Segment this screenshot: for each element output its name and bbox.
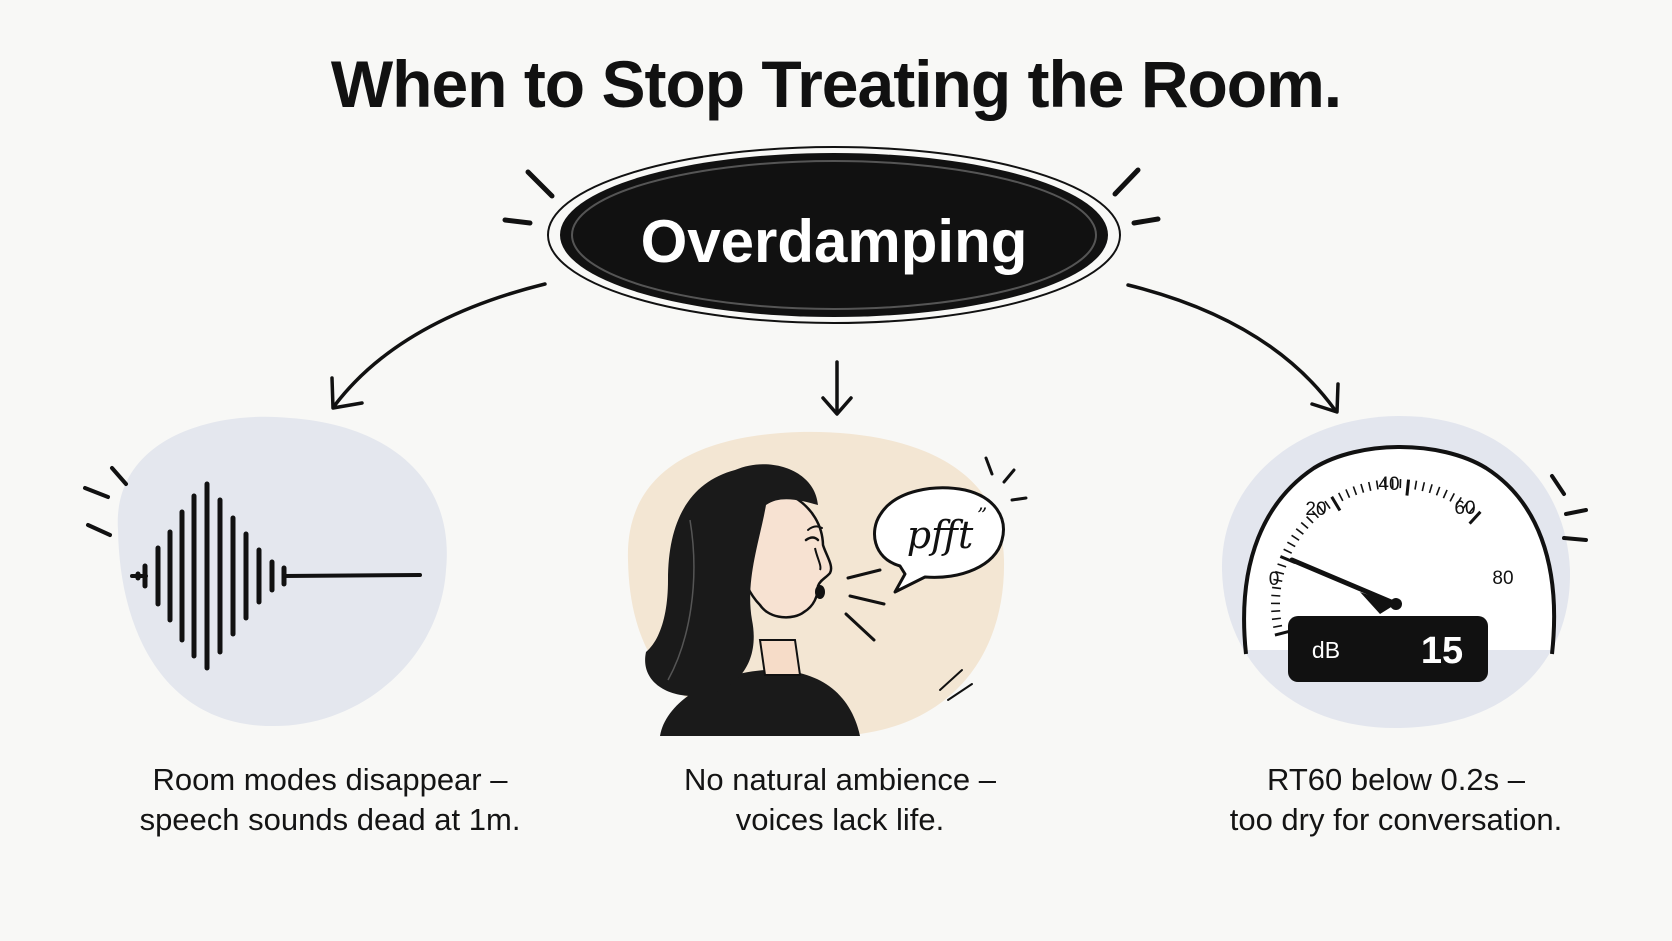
speech-bubble-text: pfft bbox=[907, 513, 974, 557]
caption-line: too dry for conversation. bbox=[1229, 802, 1563, 837]
meter-tick bbox=[1286, 541, 1296, 548]
meter-tick bbox=[1271, 617, 1281, 621]
meter-tick bbox=[1271, 610, 1281, 613]
meter-tick bbox=[1277, 563, 1287, 568]
meter-tick bbox=[1414, 480, 1418, 490]
meter-tick bbox=[1295, 528, 1304, 535]
meter-needle bbox=[1289, 557, 1399, 607]
meter-tick bbox=[1306, 516, 1314, 524]
meter-tick bbox=[1435, 486, 1441, 496]
meter-tick bbox=[1455, 496, 1462, 506]
hub-node: Overdamping bbox=[502, 146, 1161, 324]
meter-unit-label: dB bbox=[1312, 637, 1340, 663]
meter-tick-label: 40 bbox=[1378, 474, 1399, 495]
bubble-quote-mark: ” bbox=[977, 503, 987, 527]
meter-tick bbox=[1330, 496, 1342, 512]
meter-tick bbox=[1449, 493, 1455, 502]
meter-tick bbox=[1367, 481, 1372, 491]
meter-reading: 15 bbox=[1421, 630, 1463, 672]
waveform-icon bbox=[130, 481, 422, 671]
meter-tick-label: 80 bbox=[1492, 568, 1513, 589]
page-title: When to Stop Treating the Room. bbox=[330, 47, 1342, 121]
meter-tick-label: 0 bbox=[1269, 569, 1280, 590]
meter-tick bbox=[1300, 521, 1309, 529]
panel-voice: pfft ” bbox=[627, 431, 1028, 737]
meter-tick bbox=[1337, 492, 1344, 502]
meter-tick-label: 60 bbox=[1454, 498, 1475, 519]
meter-tick bbox=[1345, 489, 1351, 499]
speech-bubble: pfft ” bbox=[873, 456, 1028, 594]
caption-line: No natural ambience – bbox=[684, 762, 996, 797]
meter-tick bbox=[1375, 480, 1379, 490]
arrow-right bbox=[1126, 283, 1340, 414]
meter-tick bbox=[1273, 624, 1283, 629]
meter-emphasis-marks bbox=[1550, 474, 1588, 542]
arrow-left bbox=[330, 282, 547, 410]
hub-label: Overdamping bbox=[641, 208, 1028, 275]
caption-waveform: Room modes disappear – speech sounds dea… bbox=[100, 760, 560, 840]
meter-display bbox=[1288, 616, 1488, 682]
meter-tick bbox=[1462, 501, 1469, 510]
panel-meter: 0 20 40 60 80 dB 15 bbox=[1221, 416, 1588, 729]
meter-tick-label: 20 bbox=[1305, 499, 1326, 520]
caption-meter: RT60 below 0.2s – too dry for conversati… bbox=[1166, 760, 1626, 840]
sound-level-meter-icon: 0 20 40 60 80 dB 15 bbox=[1242, 445, 1557, 682]
meter-tick bbox=[1383, 479, 1387, 489]
meter-tick bbox=[1352, 486, 1358, 496]
caption-line: Room modes disappear – bbox=[152, 762, 508, 797]
meter-tick bbox=[1271, 594, 1281, 597]
caption-line: RT60 below 0.2s – bbox=[1267, 762, 1525, 797]
meter-tick bbox=[1428, 484, 1433, 494]
caption-line: voices lack life. bbox=[735, 802, 945, 837]
meter-tick bbox=[1275, 570, 1285, 575]
meter-tick bbox=[1442, 489, 1448, 499]
meter-tick bbox=[1283, 548, 1293, 554]
meter-tick bbox=[1273, 578, 1283, 583]
motion-marks bbox=[939, 669, 973, 701]
meter-tick bbox=[1274, 629, 1291, 637]
meter-tick bbox=[1421, 482, 1426, 492]
bubble-emphasis-marks bbox=[984, 456, 1028, 502]
meter-tick bbox=[1291, 534, 1300, 541]
meter-tick bbox=[1360, 483, 1365, 493]
panel-waveform bbox=[83, 416, 447, 727]
meter-tick bbox=[1324, 500, 1331, 510]
caption-voice: No natural ambience – voices lack life. bbox=[610, 760, 1070, 840]
caption-line: speech sounds dead at 1m. bbox=[139, 802, 521, 837]
meter-tick bbox=[1311, 510, 1320, 519]
meter-scale-ticks bbox=[1270, 479, 1482, 637]
arrow-center bbox=[821, 360, 853, 416]
meter-tick bbox=[1468, 506, 1475, 515]
meter-tick bbox=[1405, 479, 1411, 496]
hub-emphasis-marks bbox=[502, 167, 1161, 226]
meter-tick bbox=[1317, 505, 1325, 514]
speaking-woman-icon bbox=[645, 464, 973, 736]
meter-tick bbox=[1468, 510, 1482, 525]
meter-tick bbox=[1272, 586, 1282, 590]
